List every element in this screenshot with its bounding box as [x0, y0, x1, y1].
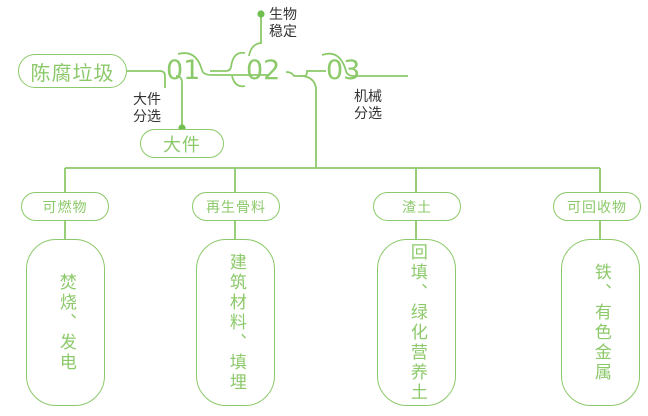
use-box-2[interactable]: 建筑材料、填埋 — [196, 239, 275, 406]
stage-number-03[interactable]: 03 — [326, 57, 360, 84]
arc-01-top — [177, 52, 203, 71]
category-pill-1-label: 可燃物 — [42, 198, 88, 215]
stage-label-01-line1: 大件 — [133, 91, 161, 107]
category-pill-4[interactable]: 可回收物 — [553, 192, 641, 221]
line-01-to-bulky — [175, 75, 183, 128]
category-pill-1[interactable]: 可燃物 — [21, 192, 109, 221]
use-box-4[interactable]: 铁、有色金属 — [561, 239, 640, 406]
category-pill-2[interactable]: 再生骨料 — [192, 192, 280, 221]
stage-number-01[interactable]: 01 — [166, 57, 200, 84]
stage-label-02-line2: 稳定 — [269, 23, 297, 39]
line-02-to-03 — [285, 70, 326, 77]
use-box-3-text: 回填、绿化营养土 — [407, 242, 427, 403]
stage-label-03-line1: 机械 — [354, 88, 382, 104]
stage-label-01-line2: 分选 — [133, 108, 161, 124]
arc-01-left-hook — [159, 70, 166, 88]
use-box-3[interactable]: 回填、绿化营养土 — [377, 239, 456, 406]
line-03-down — [299, 75, 317, 168]
node-start-label: 陈腐垃圾 — [30, 62, 115, 85]
use-box-1[interactable]: 焚烧、发电 — [26, 239, 105, 406]
arc-02-upper-left — [210, 51, 246, 72]
arc-03-top-right — [321, 52, 408, 77]
stage-number-01-text: 01 — [166, 55, 201, 86]
stage-label-03-line2: 分选 — [354, 105, 382, 121]
line-02-to-bio — [248, 16, 262, 57]
stage-number-02[interactable]: 02 — [246, 57, 280, 84]
node-start[interactable]: 陈腐垃圾 — [18, 54, 127, 88]
arc-02-lower-left — [231, 75, 246, 88]
node-intermediate-output[interactable]: 大件 — [140, 129, 224, 158]
category-pill-2-label: 再生骨料 — [206, 198, 266, 215]
category-pill-4-label: 可回收物 — [567, 198, 627, 215]
category-pill-3-label: 渣土 — [402, 198, 432, 215]
stage-label-02: 生物 稳定 — [269, 6, 297, 40]
stage-label-01: 大件 分选 — [133, 91, 161, 125]
node-intermediate-output-label: 大件 — [163, 134, 201, 155]
stage-label-02-line1: 生物 — [269, 6, 297, 22]
use-box-1-text: 焚烧、发电 — [56, 272, 76, 373]
endpoint-dot-bio — [257, 10, 265, 18]
stage-number-03-text: 03 — [326, 55, 361, 86]
category-pill-3[interactable]: 渣土 — [373, 192, 461, 221]
line-01-to-02 — [201, 69, 268, 76]
stage-number-02-text: 02 — [246, 55, 281, 86]
use-box-4-text: 铁、有色金属 — [591, 262, 611, 383]
stage-label-03: 机械 分选 — [354, 88, 382, 122]
use-box-2-text: 建筑材料、填埋 — [226, 252, 246, 393]
